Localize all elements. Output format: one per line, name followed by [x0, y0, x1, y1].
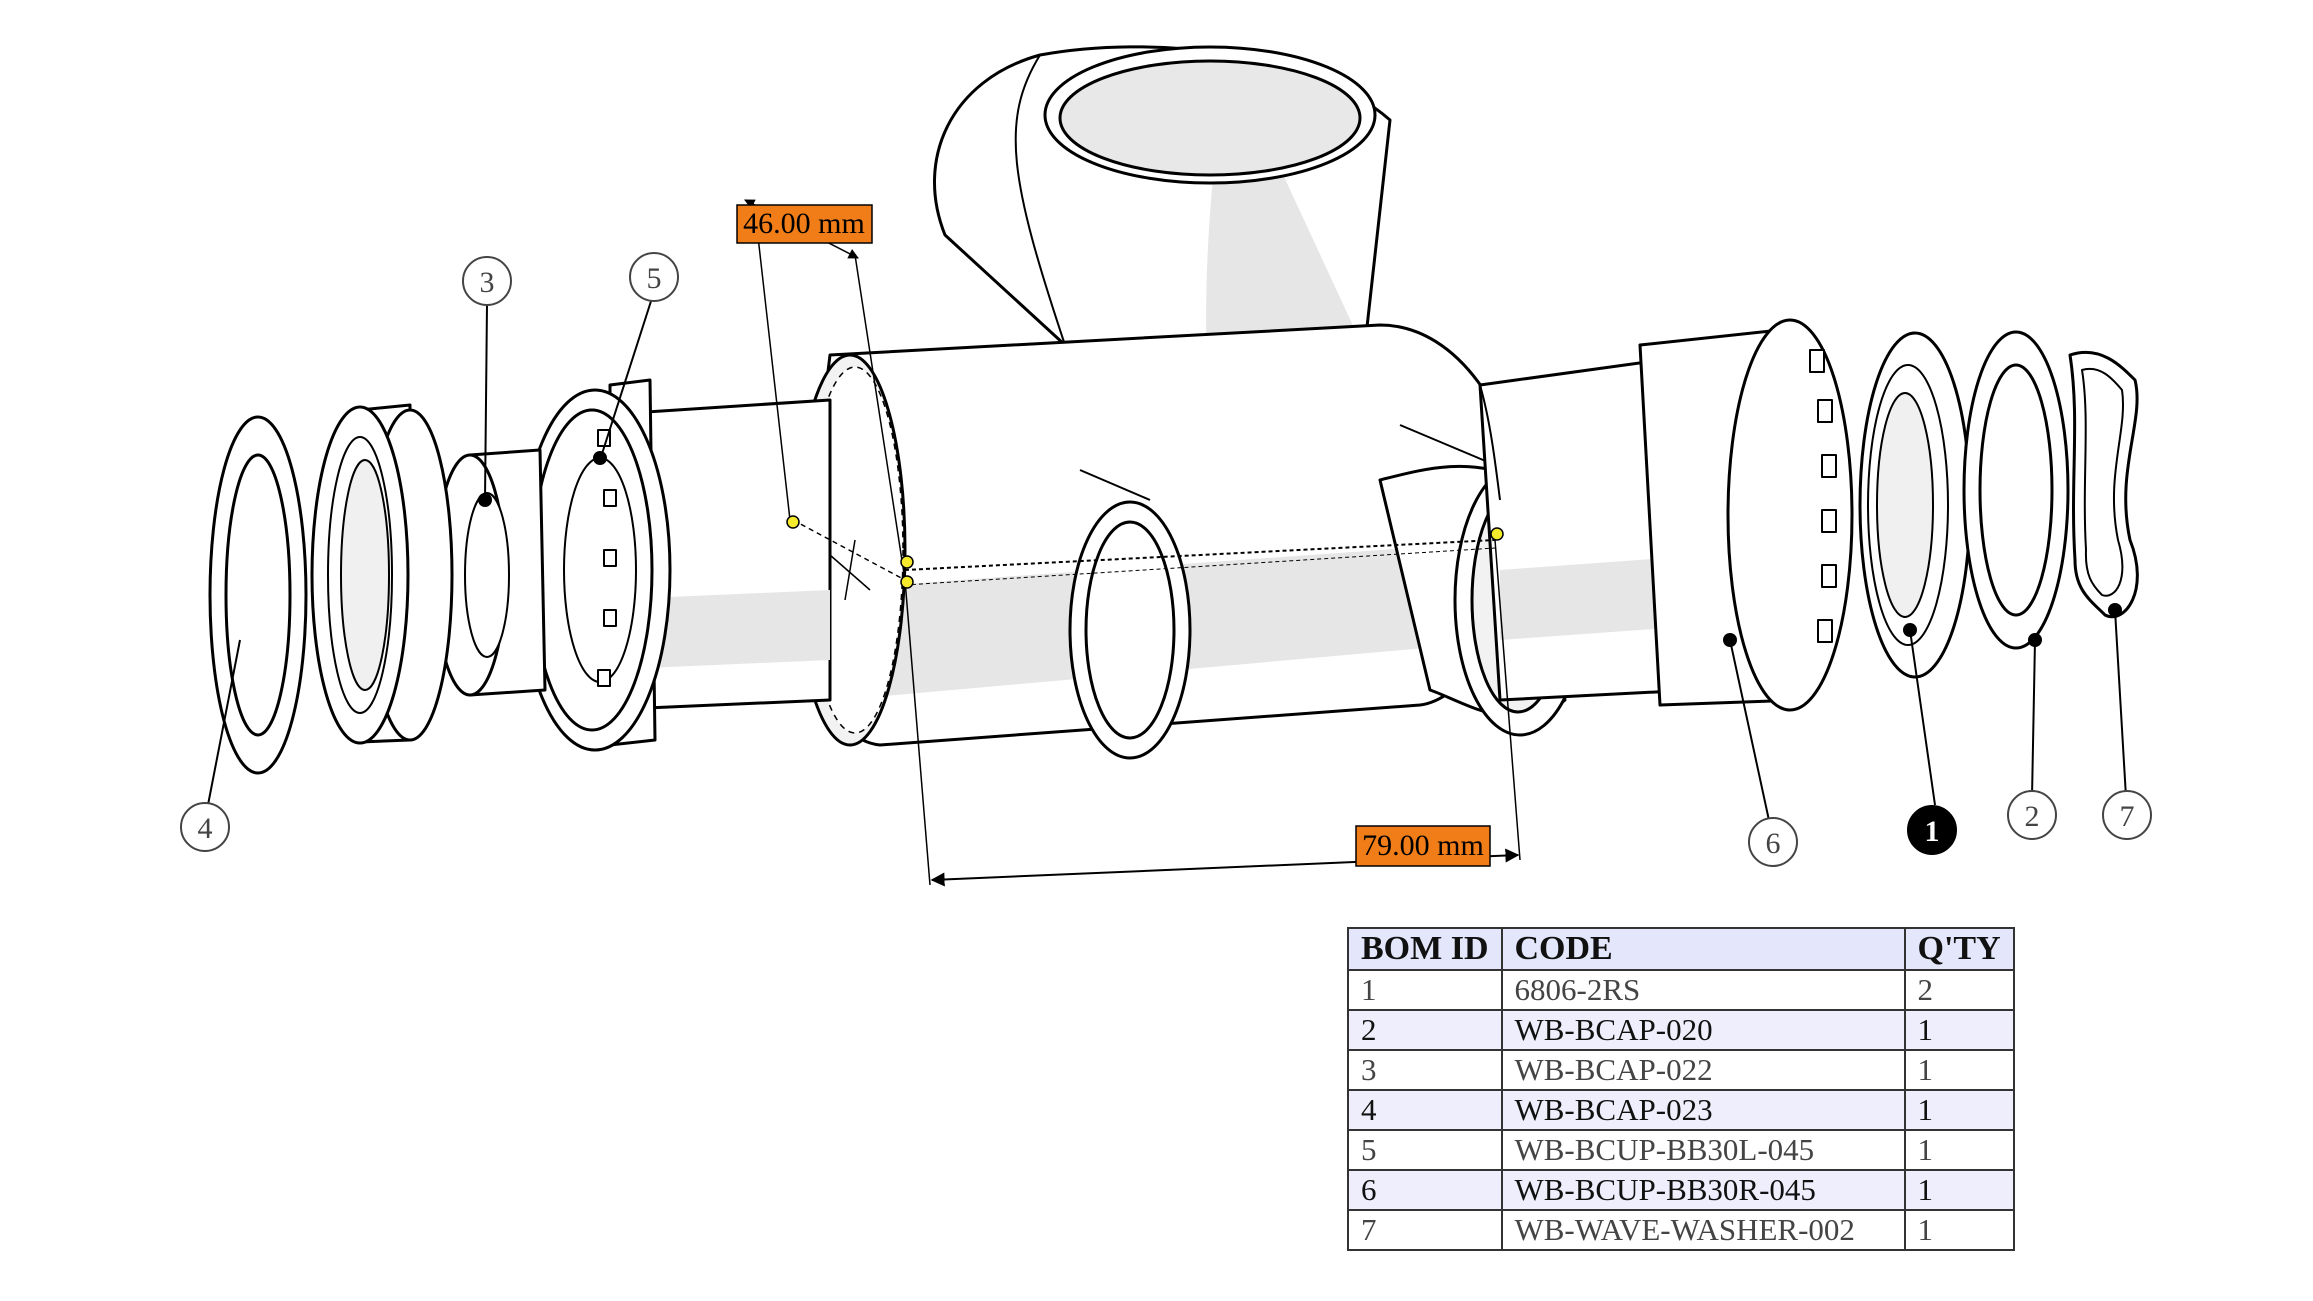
bom-table: BOM ID CODE Q'TY 1 6806-2RS 2 2 WB-BCAP-… — [1347, 927, 2015, 1251]
bom-cell-id: 5 — [1347, 1129, 1503, 1171]
balloon-leaders — [206, 297, 2127, 826]
bom-cell-code: WB-WAVE-WASHER-002 — [1500, 1209, 1906, 1251]
bom-cell-id: 2 — [1347, 1009, 1503, 1051]
bom-cell-code: WB-BCUP-BB30R-045 — [1500, 1169, 1906, 1211]
right-bearing-cup — [1478, 318, 1854, 712]
bom-cell-qty: 1 — [1903, 1209, 2015, 1251]
measure-points — [786, 515, 1504, 589]
dimension-text-79: 79.00 mm — [1362, 829, 1484, 862]
dimension-tag-46: 46.00 mm — [736, 204, 873, 244]
bom-header-row: BOM ID CODE Q'TY — [1347, 927, 2015, 971]
bom-cell-qty: 1 — [1903, 1049, 2015, 1091]
bom-cell-qty: 1 — [1903, 1009, 2015, 1051]
svg-text:6: 6 — [1766, 827, 1781, 860]
bom-row: 1 6806-2RS 2 — [1347, 969, 2015, 1011]
bom-cell-qty: 2 — [1903, 969, 2015, 1011]
bom-header-id: BOM ID — [1347, 927, 1503, 971]
bom-row: 7 WB-WAVE-WASHER-002 1 — [1347, 1209, 2015, 1251]
balloon-3: 3 — [462, 256, 512, 306]
svg-text:5: 5 — [647, 262, 662, 295]
dimension-text-46: 46.00 mm — [743, 207, 865, 240]
part-2-washer — [1962, 330, 2070, 650]
svg-text:7: 7 — [2120, 800, 2135, 833]
balloon-6: 6 — [1748, 817, 1798, 867]
bom-cell-code: WB-BCUP-BB30L-045 — [1500, 1129, 1906, 1171]
part-7-wave-washer — [2068, 350, 2139, 619]
balloon-7: 7 — [2102, 790, 2152, 840]
bom-cell-code: WB-BCAP-020 — [1500, 1009, 1906, 1051]
svg-text:2: 2 — [2025, 800, 2040, 833]
bom-cell-id: 3 — [1347, 1049, 1503, 1091]
bom-cell-code: WB-BCAP-023 — [1500, 1089, 1906, 1131]
bom-row: 3 WB-BCAP-022 1 — [1347, 1049, 2015, 1091]
part-3-cover — [433, 448, 547, 697]
part-4-washer — [208, 415, 308, 775]
bom-cell-qty: 1 — [1903, 1129, 2015, 1171]
bom-cell-id: 4 — [1347, 1089, 1503, 1131]
balloon-2: 2 — [2007, 790, 2057, 840]
bom-row: 6 WB-BCUP-BB30R-045 1 — [1347, 1169, 2015, 1211]
measurement-geometry — [744, 199, 1521, 887]
left-bearing-cup — [518, 378, 832, 752]
dimension-tag-79: 79.00 mm — [1355, 825, 1491, 867]
right-bearing — [1858, 331, 1972, 679]
svg-text:3: 3 — [480, 266, 495, 299]
bom-cell-id: 7 — [1347, 1209, 1503, 1251]
bom-row: 4 WB-BCAP-023 1 — [1347, 1089, 2015, 1131]
bom-row: 5 WB-BCUP-BB30L-045 1 — [1347, 1129, 2015, 1171]
bom-cell-code: 6806-2RS — [1500, 969, 1906, 1011]
bom-cell-qty: 1 — [1903, 1169, 2015, 1211]
balloon-1: 1 — [1907, 805, 1957, 855]
bom-cell-id: 6 — [1347, 1169, 1503, 1211]
bom-cell-qty: 1 — [1903, 1089, 2015, 1131]
leader-dots — [478, 451, 2122, 647]
bom-row: 2 WB-BCAP-020 1 — [1347, 1009, 2015, 1051]
bom-cell-code: WB-BCAP-022 — [1500, 1049, 1906, 1091]
svg-text:1: 1 — [1925, 815, 1940, 848]
bottom-bracket-shell — [793, 45, 1587, 760]
balloon-4: 4 — [180, 802, 230, 852]
bom-header-code: CODE — [1500, 927, 1906, 971]
bom-cell-id: 1 — [1347, 969, 1503, 1011]
left-bearing — [310, 403, 454, 745]
balloon-5: 5 — [629, 252, 679, 302]
svg-text:4: 4 — [198, 812, 213, 845]
bom-header-qty: Q'TY — [1903, 927, 2015, 971]
